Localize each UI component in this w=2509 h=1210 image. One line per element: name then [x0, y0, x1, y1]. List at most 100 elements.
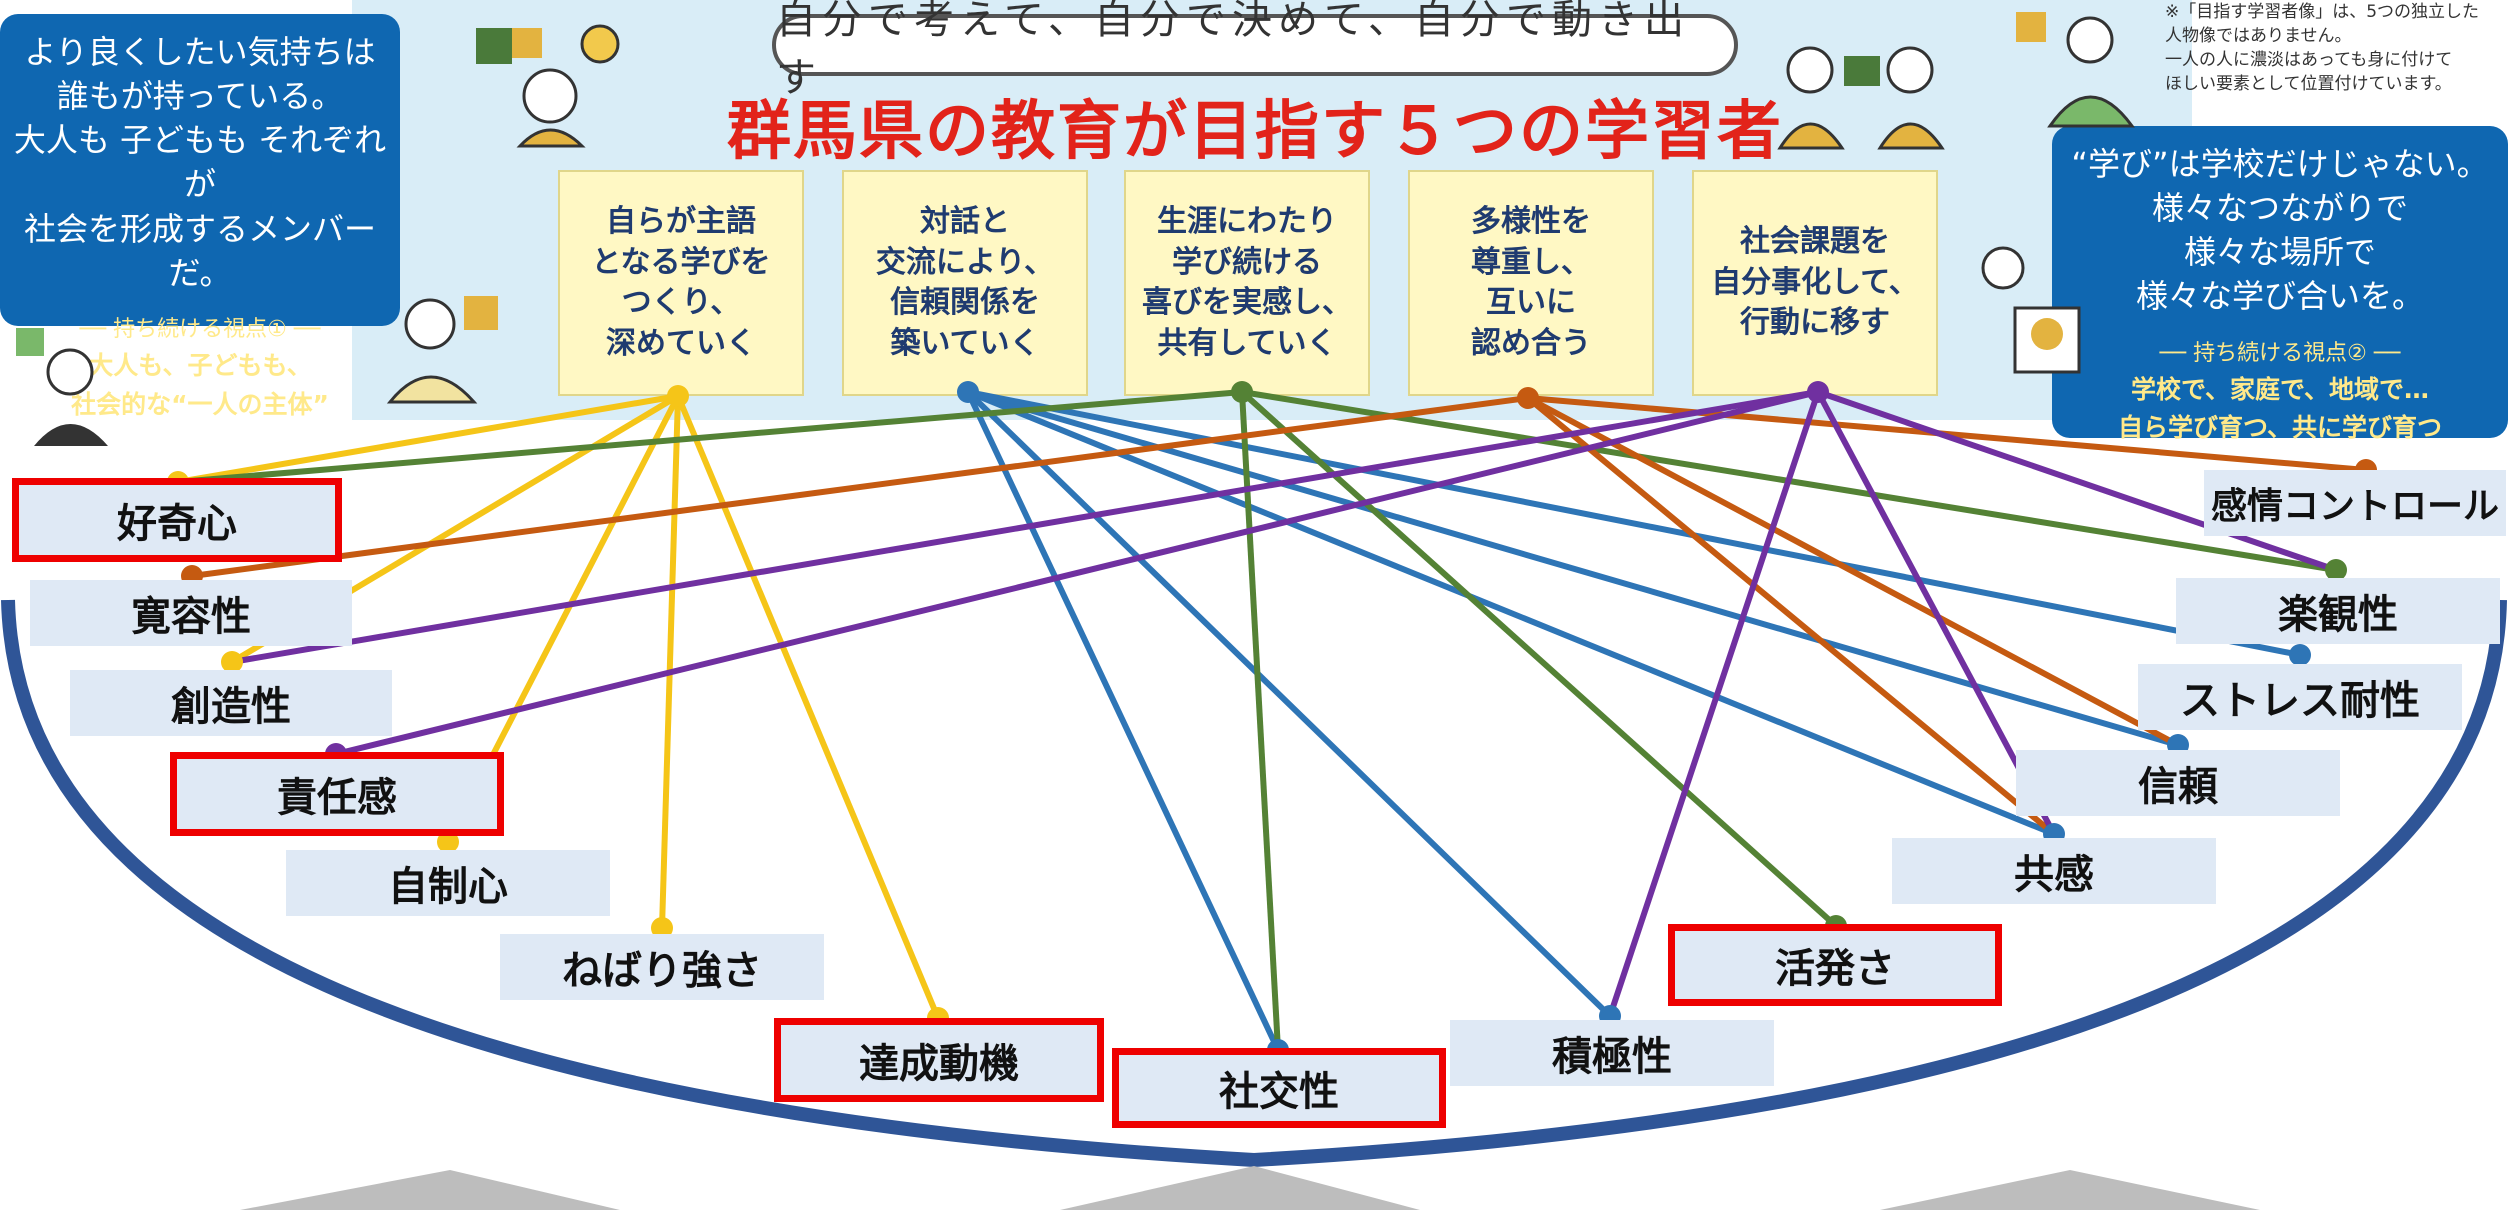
trait-label-text: 寛容性 [131, 594, 251, 640]
connection-line [1815, 390, 2057, 836]
trait-label-text: 感情コントロール [2210, 486, 2499, 527]
perspective-box-1: より良くしたい気持ちは 誰もが持っている。 大人も 子どもも それぞれが 社会を… [0, 14, 400, 419]
connection-line [965, 389, 1613, 1019]
connection-line [1526, 395, 2180, 748]
connection-line [1607, 391, 1821, 1017]
trait-label: 達成動機 [774, 1018, 1104, 1102]
puzzle-piece [1844, 56, 1880, 86]
teacher-illustration [1981, 246, 2081, 374]
perspective-1-emphasis: 大人も、子どもも、 社会的な“一人の主体” [71, 350, 329, 419]
connection-line [1817, 389, 2337, 573]
connection-line [965, 390, 1281, 1052]
perspective-1-text: より良くしたい気持ちは 誰もが持っている。 大人も 子どもも それぞれが 社会を… [13, 33, 387, 292]
person-body [2047, 95, 2135, 128]
person-head [46, 348, 94, 396]
trait-node [2325, 559, 2347, 581]
connection-line [659, 395, 681, 929]
perspective-2-label: ── 持ち続ける視点② ── [2159, 340, 2401, 366]
person-head [1981, 246, 2025, 290]
connection-line [967, 389, 2301, 658]
trait-label: 積極性 [1450, 1020, 1774, 1086]
person-body [1777, 122, 1845, 150]
chevron-shape [1880, 1170, 2260, 1210]
hub-node [1517, 387, 1539, 409]
chevron-shape [1060, 1166, 1420, 1210]
connection-line [1239, 389, 1839, 929]
trait-node [437, 831, 459, 853]
puzzle-piece [464, 296, 498, 330]
learner-card-5: 社会課題を 自分事化して、 行動に移す [1692, 170, 1938, 396]
reading-person-illustration [386, 296, 498, 404]
trait-label: 社交性 [1112, 1048, 1446, 1128]
trait-label: 感情コントロール [2204, 470, 2506, 536]
puzzle-thinker-illustration [476, 24, 620, 148]
connection-line [1239, 391, 1281, 1051]
person-head [522, 68, 578, 124]
learner-card-2: 対話と 交流により、 信頼関係を 築いていく [842, 170, 1088, 396]
trait-label: 責任感 [170, 752, 504, 836]
connection-line [335, 389, 1819, 757]
trait-label: 寛容性 [30, 580, 352, 646]
trait-label: ねばり強さ [500, 934, 824, 1000]
trait-label: 好奇心 [12, 478, 342, 562]
perspective-2-text: “学び”は学校だけじゃない。 様々なつながりで 様々な場所で 様々な学び合いを。 [2071, 145, 2489, 316]
connection-line [231, 389, 1819, 665]
trait-label: 活発さ [1668, 924, 2002, 1006]
puzzle-piece [512, 28, 542, 58]
hub-nodes [667, 381, 1829, 409]
trait-label: 創造性 [70, 670, 392, 736]
puzzle-pair-illustration [1777, 46, 1945, 150]
trait-label-text: 達成動機 [859, 1041, 1019, 1087]
trait-label: 自制心 [286, 850, 610, 916]
person-head [1886, 46, 1934, 94]
connection-line [191, 395, 1529, 579]
connection-line [1526, 395, 2056, 837]
person-body [1877, 122, 1945, 150]
learner-card-3: 生涯にわたり 学び続ける 喜びを実感し、 共有していく [1124, 170, 1370, 396]
connection-line [177, 389, 1243, 485]
person-head [2031, 318, 2063, 350]
chevron-shape [240, 1170, 620, 1210]
trait-label-text: 責任感 [277, 775, 397, 821]
trait-label: 信頼 [2016, 750, 2340, 816]
person-body [34, 424, 108, 446]
perspective-2-emphasis: 学校で、家庭で、地域で… 自ら学び育つ、共に学び育つ [2117, 374, 2442, 443]
trait-label-text: 信頼 [2138, 764, 2218, 810]
person-body [386, 375, 478, 404]
trait-label-text: 楽観性 [2278, 592, 2398, 638]
sitting-person-illustration [2016, 12, 2135, 128]
hub-node [957, 381, 979, 403]
trait-label-text: 社交性 [1219, 1069, 1339, 1115]
learner-card-1: 自らが主語 となる学びを つくり、 深めていく [558, 170, 804, 396]
trait-label-text: ねばり強さ [562, 948, 762, 994]
person-head [2066, 16, 2114, 64]
trait-label-text: 共感 [2014, 852, 2094, 898]
child-illustration [16, 328, 108, 446]
puzzle-piece [2016, 12, 2046, 42]
trait-node [2289, 644, 2311, 666]
puzzle-piece [476, 28, 512, 64]
trait-label: ストレス耐性 [2138, 664, 2462, 730]
person-body [516, 128, 586, 148]
hub-node [1231, 381, 1253, 403]
trait-node [651, 917, 673, 939]
connection-line [675, 394, 941, 1020]
person-head [1786, 46, 1834, 94]
trait-label: 共感 [1892, 838, 2216, 904]
trait-label-text: 活発さ [1775, 946, 1895, 992]
trait-label-text: 好奇心 [117, 501, 237, 547]
connection-lines [177, 389, 2367, 1052]
trait-label-text: ストレス耐性 [2180, 678, 2420, 724]
trait-label: 楽観性 [2176, 578, 2500, 644]
lightbulb-icon [580, 24, 620, 64]
trait-label-text: 自制心 [388, 864, 508, 910]
person-head [404, 298, 456, 350]
connection-line [966, 389, 2056, 837]
perspective-1-label: ── 持ち続ける視点① ── [79, 316, 321, 342]
trait-node [221, 651, 243, 673]
learner-card-4: 多様性を 尊重し、 互いに 認め合う [1408, 170, 1654, 396]
hub-node [1807, 381, 1829, 403]
trait-label-text: 創造性 [171, 684, 291, 730]
hub-node [667, 385, 689, 407]
